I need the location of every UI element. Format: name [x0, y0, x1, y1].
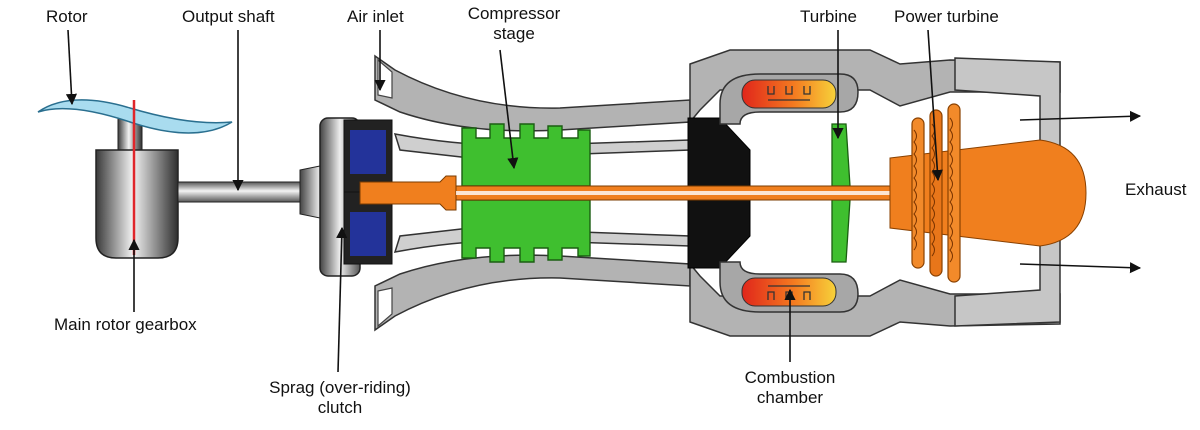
clutch-leader	[336, 226, 348, 373]
power-turbine	[911, 103, 961, 283]
label-air-inlet: Air inlet	[347, 7, 404, 26]
label-turbine: Turbine	[800, 7, 858, 26]
gearbox	[95, 149, 179, 259]
label-main-rotor-gearbox: Main rotor gearbox	[54, 315, 197, 334]
clutch-pad-upper	[350, 130, 386, 174]
inlet-struts	[377, 58, 393, 328]
rotor-leader	[65, 29, 78, 106]
label-power-turbine: Power turbine	[894, 7, 999, 26]
exhaust-arrows	[1019, 110, 1142, 274]
combustion-chamber-lower	[719, 261, 859, 313]
label-combustion-chamber-line2: chamber	[756, 388, 824, 407]
label-compressor-stage-line1: Compressor	[467, 4, 561, 23]
power-turbine-leader	[927, 29, 943, 182]
label-compressor-stage-line2: stage	[493, 24, 535, 43]
clutch-pad-lower	[350, 212, 386, 256]
label-sprag-clutch-line2: clutch	[317, 398, 363, 417]
label-sprag-clutch-line1: Sprag (over-riding)	[269, 378, 411, 397]
output-shaft	[177, 181, 303, 203]
sprag-clutch	[299, 117, 393, 277]
compressor	[461, 123, 591, 263]
label-compressor-stage: Compressor stage	[455, 4, 573, 44]
label-rotor: Rotor	[46, 7, 88, 26]
compressor-disc	[687, 117, 751, 269]
combustion-chamber-upper	[719, 73, 859, 125]
main-shaft	[359, 175, 897, 211]
label-output-shaft: Output shaft	[182, 7, 275, 26]
turbine	[831, 123, 851, 263]
label-combustion-chamber-line1: Combustion	[744, 368, 836, 387]
label-sprag-clutch: Sprag (over-riding) clutch	[240, 378, 440, 418]
compressor-leader	[499, 49, 519, 170]
label-combustion-chamber: Combustion chamber	[728, 368, 852, 408]
leader-lines	[65, 29, 943, 373]
rotor-assembly	[37, 99, 303, 259]
label-exhaust: Exhaust	[1125, 180, 1187, 199]
